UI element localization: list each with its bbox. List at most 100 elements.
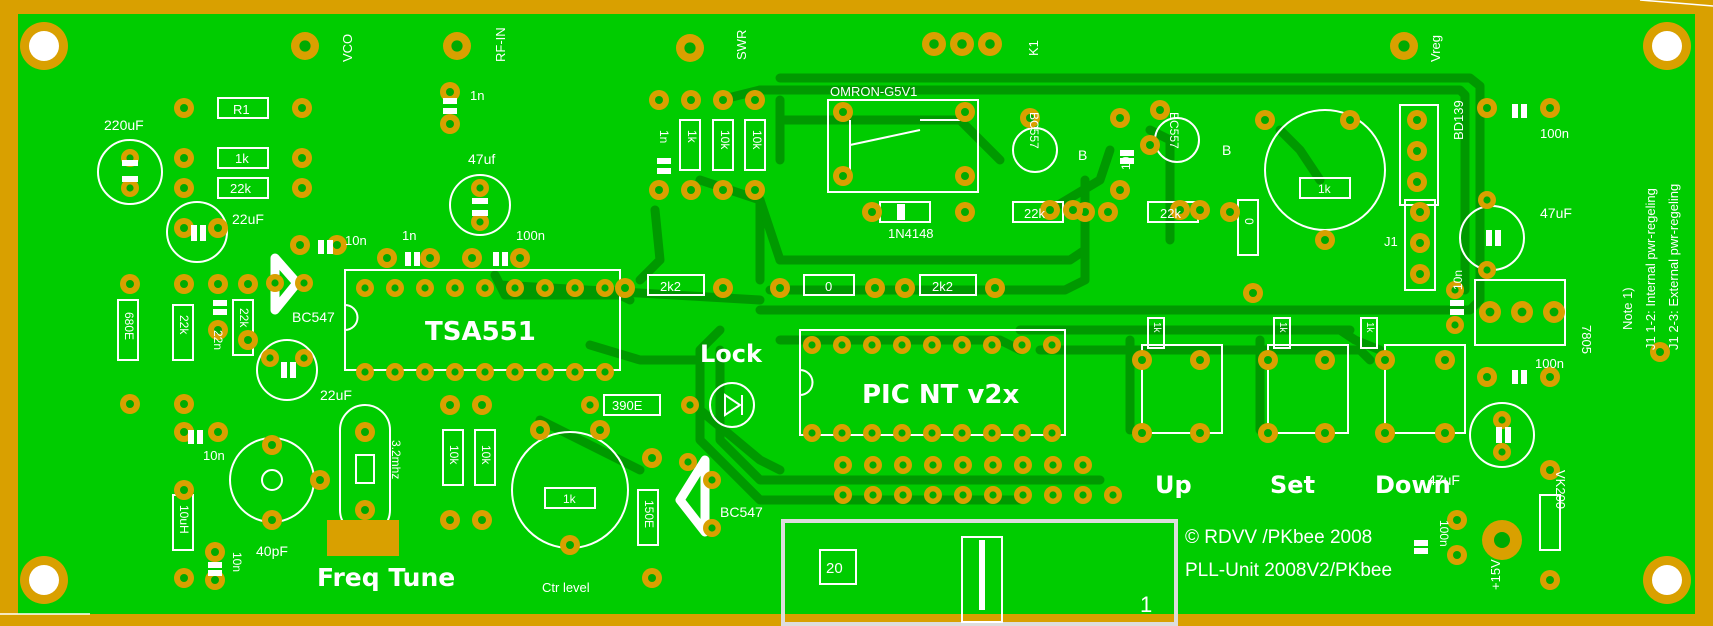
crystal-label: 3.2mhz [389, 440, 403, 479]
mounting-holes [20, 22, 1691, 604]
pad-drill [686, 401, 694, 409]
r10k-c-label: 10k [447, 445, 461, 465]
pad-drill [511, 368, 519, 376]
pad-drill [300, 279, 308, 287]
pad-drill [961, 172, 969, 180]
pad-drill [1416, 270, 1424, 278]
pad-drill [1416, 239, 1424, 247]
pad-drill [1413, 147, 1421, 155]
pad-drill [601, 368, 609, 376]
c220uf-label: 220uF [104, 117, 144, 133]
pad-drill [957, 39, 967, 49]
pad-drill [838, 341, 846, 349]
set-label: Set [1270, 471, 1315, 499]
elcap-markings [122, 160, 1511, 443]
c100n-c-label: 100n [1535, 356, 1564, 371]
pad-drill [268, 516, 276, 524]
pad-drill [1019, 491, 1027, 499]
pad-drill [383, 254, 391, 262]
pad-drill [296, 241, 304, 249]
pad-drill [244, 280, 252, 288]
pad-drill [1451, 286, 1459, 294]
pad-drill [180, 428, 188, 436]
pad-drill [566, 541, 574, 549]
pad-drill [959, 491, 967, 499]
r150e-label: 150E [642, 500, 656, 528]
pad-drill [929, 461, 937, 469]
pad-drill [1138, 429, 1146, 437]
pad-drill [839, 108, 847, 116]
pad-drill [446, 401, 454, 409]
pad-drill [1018, 429, 1026, 437]
r1-label: R1 [233, 102, 250, 117]
pad-drill [684, 42, 696, 54]
led-symbol [724, 393, 743, 417]
pad-drill [1079, 461, 1087, 469]
pad-drill [214, 428, 222, 436]
pad-drill [989, 461, 997, 469]
pad-drill [719, 186, 727, 194]
vreg-label: Vreg [1428, 35, 1443, 62]
r22k-c-label: 22k [237, 308, 251, 328]
pad-drill [1485, 307, 1495, 317]
pad-drill [451, 368, 459, 376]
box-20-label: 20 [826, 560, 843, 577]
pad-drill [1498, 448, 1506, 456]
note-title: Note 1) [1620, 287, 1635, 330]
pad-drill [838, 429, 846, 437]
pad-drill [1048, 341, 1056, 349]
pad-drill [481, 284, 489, 292]
r0-a-label: 0 [825, 279, 832, 294]
pad-drill [476, 184, 484, 192]
pad-drill [648, 574, 656, 582]
bc557b-label: BC557 [1167, 112, 1181, 149]
pad-drill [1109, 491, 1117, 499]
pad-drill [1049, 461, 1057, 469]
pad-drill [719, 284, 727, 292]
pad-drill [868, 429, 876, 437]
r1k-b-label: 1k [685, 130, 699, 144]
pad-drill [839, 491, 847, 499]
pad-drill [1453, 551, 1461, 559]
bc547-top-label: BC547 [292, 309, 335, 325]
pad-drill [476, 218, 484, 226]
pad-drill [648, 454, 656, 462]
pad-drill [1018, 341, 1026, 349]
b-label-a: B [1078, 147, 1087, 163]
pad-drill [478, 401, 486, 409]
pad-drill [1546, 104, 1554, 112]
pad-drill [180, 486, 188, 494]
l10uh-label: 10uH [177, 505, 191, 534]
pad-drill [541, 368, 549, 376]
pad-drill [961, 108, 969, 116]
pad-drill [1398, 40, 1410, 52]
r0-b-label: 0 [1242, 218, 1256, 225]
sw-1k-a-label: 1k [1151, 322, 1162, 334]
bc557a-label: BC557 [1027, 112, 1041, 149]
pad-drill [316, 476, 324, 484]
pad-drill [621, 284, 629, 292]
pad-drill [421, 368, 429, 376]
crystal-body [355, 454, 375, 484]
pad-drill [708, 476, 716, 484]
pad-drill [361, 428, 369, 436]
pad-drill [541, 284, 549, 292]
pad-drill [1264, 429, 1272, 437]
pad-drill [898, 429, 906, 437]
pad-drill [1321, 356, 1329, 364]
pad-drill [361, 368, 369, 376]
pic-label: PIC NT v2x [862, 380, 1019, 410]
pad-drill [928, 429, 936, 437]
c22uf-b-label: 22uF [320, 387, 352, 403]
pad-drill [839, 172, 847, 180]
pad-drill [468, 254, 476, 262]
pad-drill [571, 368, 579, 376]
r10k-a-label: 10k [718, 130, 732, 150]
pad-drill [1196, 356, 1204, 364]
pad-drill [988, 341, 996, 349]
pad-drill [899, 461, 907, 469]
pad-drill [929, 39, 939, 49]
pad-drill [1413, 178, 1421, 186]
board-name-text: PLL-Unit 2008V2/PKbee [1185, 560, 1392, 581]
